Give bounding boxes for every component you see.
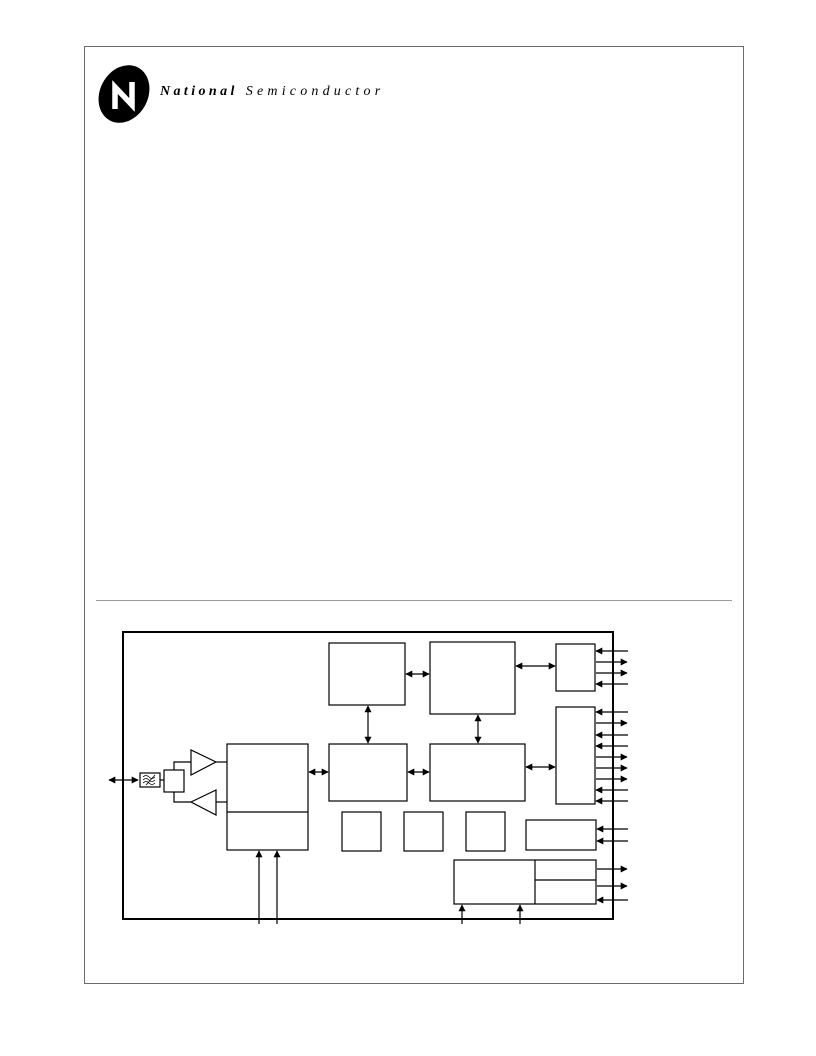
block-center-right	[429, 743, 526, 802]
national-semiconductor-logo-icon	[98, 65, 150, 123]
block-top-left	[328, 642, 406, 706]
amplifier-triangle-icon	[190, 749, 218, 776]
block-right-io	[555, 706, 596, 805]
block-small-3	[465, 811, 506, 852]
block-bottom	[453, 859, 597, 905]
amplifier-triangle-icon	[189, 789, 217, 816]
block-top-middle	[429, 641, 516, 715]
brand-name-regular: Semiconductor	[245, 84, 385, 99]
page-frame	[84, 46, 744, 984]
switch-block	[163, 769, 185, 793]
section-divider	[96, 600, 732, 601]
chip-boundary	[122, 631, 614, 920]
block-right-small	[525, 819, 597, 851]
block-left-main	[226, 743, 309, 851]
block-small-2	[403, 811, 444, 852]
block-small-1	[341, 811, 382, 852]
brand-name: National Semiconductor	[160, 82, 384, 102]
block-center	[328, 743, 408, 802]
brand-name-bold: National	[160, 84, 238, 99]
block-top-right	[555, 643, 596, 692]
block-diagram	[108, 631, 628, 924]
signal-arrows	[108, 647, 628, 924]
